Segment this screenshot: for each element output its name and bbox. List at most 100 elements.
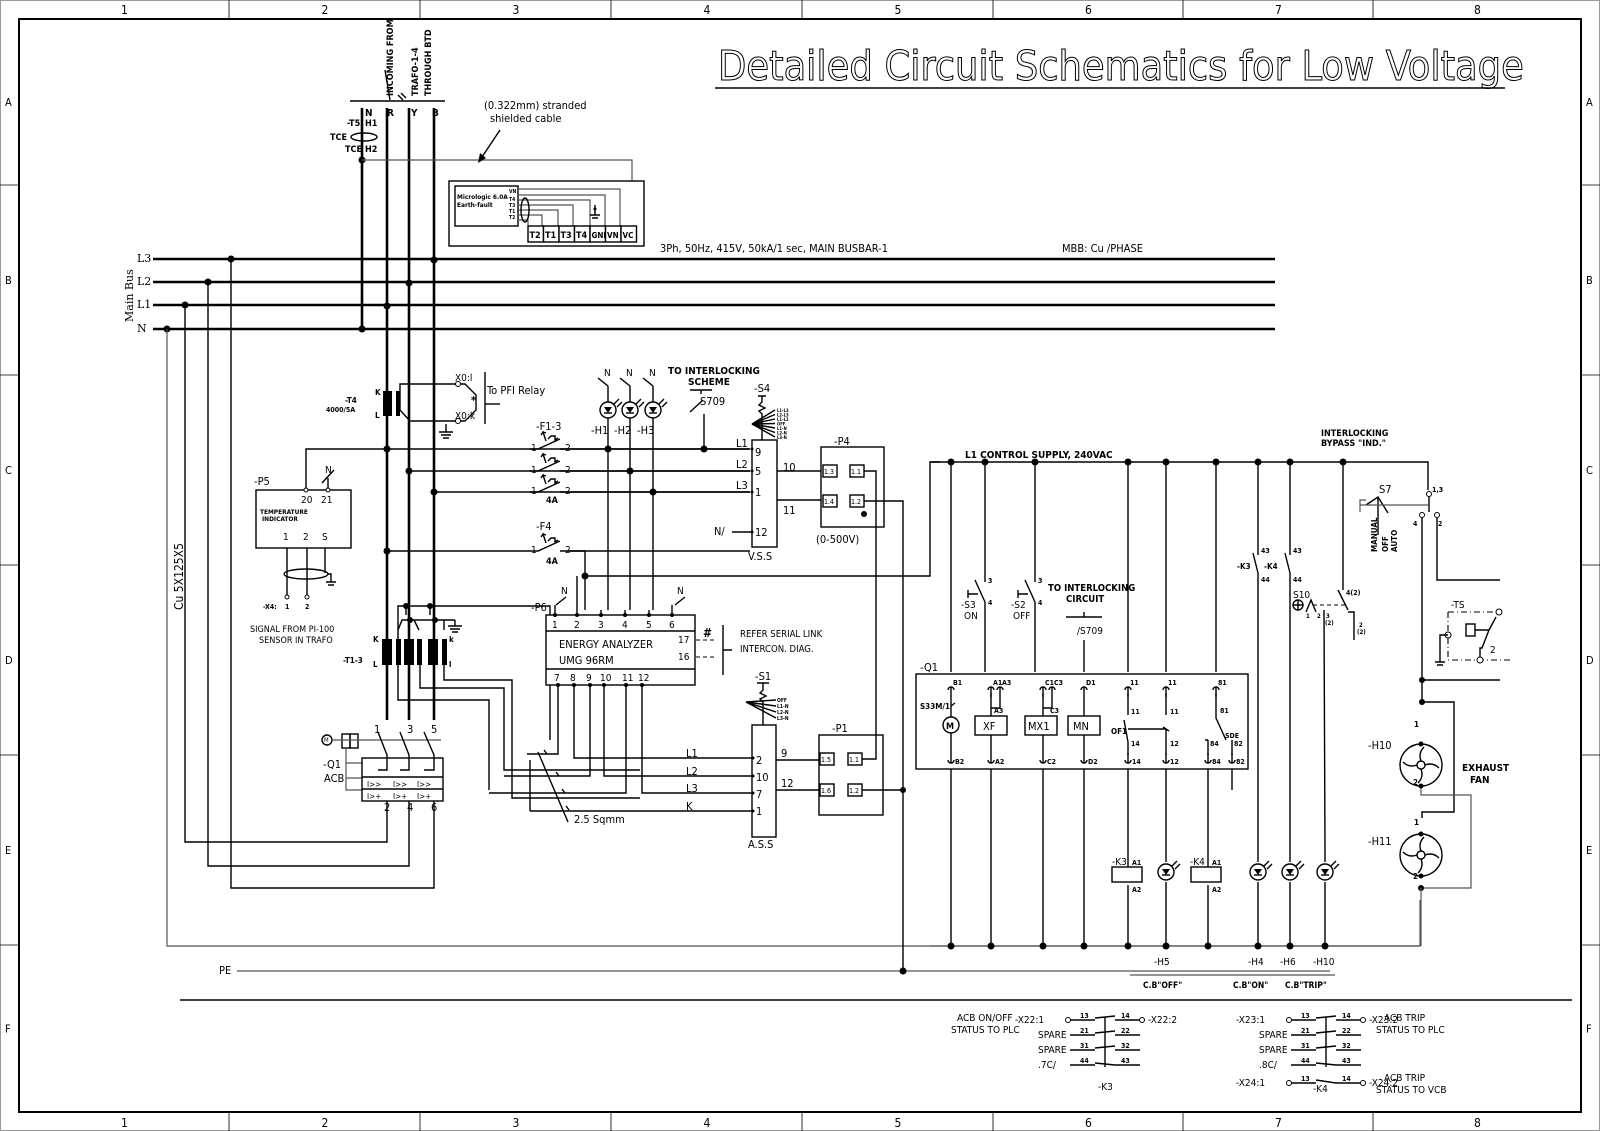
selector-position-label: L1-L3 xyxy=(777,408,789,413)
column-marker: 3 xyxy=(513,1116,520,1130)
svg-text:shielded cable: shielded cable xyxy=(490,112,561,125)
contact-pin: 22 xyxy=(1342,1027,1351,1035)
svg-text:2: 2 xyxy=(756,754,762,767)
selector-position-label: L1-N xyxy=(777,426,787,431)
selector-position-label: L1-N xyxy=(777,704,789,710)
svg-text:82: 82 xyxy=(1234,740,1243,748)
fuse-pin: 1 xyxy=(531,486,537,497)
svg-text:L2: L2 xyxy=(686,765,698,778)
svg-text:A.S.S: A.S.S xyxy=(748,838,773,851)
svg-text:81: 81 xyxy=(1220,707,1229,715)
contact-pin: 13 xyxy=(1080,1012,1089,1020)
p6-top-pin: 6 xyxy=(669,620,675,631)
svg-text:To PFI Relay: To PFI Relay xyxy=(486,384,545,397)
plug-terminal xyxy=(947,686,955,697)
p6-bottom-pin: 12 xyxy=(638,673,649,684)
svg-text:A1: A1 xyxy=(1132,859,1141,867)
selector-position-line xyxy=(745,701,777,713)
svg-text:L3: L3 xyxy=(736,479,748,492)
svg-text:N: N xyxy=(365,108,373,119)
fan-blades xyxy=(1402,836,1440,874)
svg-text:44: 44 xyxy=(1261,576,1270,584)
svg-text:20: 20 xyxy=(301,495,313,506)
row-marker: B xyxy=(1586,274,1593,287)
svg-text:R: R xyxy=(387,108,394,119)
p6-top-pin: 5 xyxy=(646,620,652,631)
svg-text:4A: 4A xyxy=(546,557,559,567)
svg-text:4: 4 xyxy=(407,801,413,814)
terminal-label: 12 xyxy=(1170,758,1179,766)
svg-text:S10: S10 xyxy=(1293,590,1310,601)
svg-text:OFF: OFF xyxy=(1013,611,1030,622)
selector-position-line xyxy=(745,699,777,703)
row-marker: E xyxy=(1586,844,1592,857)
light-rays xyxy=(1263,860,1273,870)
terminal-label: A1 xyxy=(993,679,1002,687)
svg-text:-P6: -P6 xyxy=(531,601,547,614)
terminal-label: 11 xyxy=(1130,679,1139,687)
svg-text:-H11: -H11 xyxy=(1368,835,1392,848)
svg-text:CIRCUIT: CIRCUIT xyxy=(1066,594,1104,605)
svg-text:9: 9 xyxy=(755,446,761,459)
row-marker: B xyxy=(5,274,12,287)
svg-text:MBB: Cu /PHASE: MBB: Cu /PHASE xyxy=(1062,242,1143,255)
terminal-id: -X22:2 xyxy=(1148,1015,1177,1026)
terminal-label: VN xyxy=(607,231,619,240)
row-marker: D xyxy=(5,654,13,667)
terminal-label: A3 xyxy=(1002,679,1011,687)
svg-text:2: 2 xyxy=(305,603,309,611)
plug-terminal xyxy=(1080,753,1088,764)
fuse-pin: 1 xyxy=(531,443,537,454)
row-marker: A xyxy=(1586,96,1593,109)
thermostat-ts: -TS 2 xyxy=(1435,600,1510,666)
svg-text:*: * xyxy=(471,394,476,407)
svg-text:BYPASS "IND.": BYPASS "IND." xyxy=(1321,439,1386,449)
svg-text:-P1: -P1 xyxy=(832,722,848,735)
svg-text:C.B"OFF": C.B"OFF" xyxy=(1143,981,1182,991)
selector-position-line xyxy=(751,418,776,425)
column-marker: 6 xyxy=(1085,1116,1092,1130)
svg-text:A2: A2 xyxy=(1212,886,1221,894)
svg-text:1: 1 xyxy=(283,532,289,543)
contact-pin: 43 xyxy=(1342,1057,1351,1065)
svg-text:-K4: -K4 xyxy=(1190,857,1205,868)
terminal-label: T3 xyxy=(561,231,572,241)
svg-text:2: 2 xyxy=(303,532,309,543)
terminal-id: -X24:1 xyxy=(1236,1078,1265,1089)
svg-text:S33M/1: S33M/1 xyxy=(920,702,950,711)
svg-text:2: 2 xyxy=(1413,778,1418,787)
svg-text:12: 12 xyxy=(1170,740,1179,748)
svg-text:12: 12 xyxy=(781,777,794,790)
svg-text:K: K xyxy=(375,388,381,397)
lamp-diode xyxy=(649,407,657,413)
plug-terminal xyxy=(996,686,1004,697)
column-marker: 8 xyxy=(1474,3,1481,17)
svg-text:-T5: -T5 xyxy=(347,119,361,129)
svg-text:-H2: -H2 xyxy=(614,424,631,437)
svg-text:I>+: I>+ xyxy=(367,792,381,801)
column-marker: 2 xyxy=(322,1116,329,1130)
svg-text:L1: L1 xyxy=(137,298,151,311)
incoming-label: INCOMING FROM TRAFO-1-4 THROUGH BTD N R … xyxy=(350,19,445,119)
terminal-label: 84 xyxy=(1212,758,1221,766)
svg-text:-H1: -H1 xyxy=(591,424,608,437)
terminal-label: C2 xyxy=(1047,758,1056,766)
light-rays xyxy=(1295,860,1305,870)
column-marker: 5 xyxy=(895,3,902,17)
svg-text:-K4: -K4 xyxy=(1264,562,1278,571)
svg-text:INTERCON. DIAG.: INTERCON. DIAG. xyxy=(740,644,814,655)
svg-text:SIGNAL FROM PI-100: SIGNAL FROM PI-100 xyxy=(250,625,334,635)
plug-terminal xyxy=(1048,686,1056,697)
p6-top-pin: 2 xyxy=(574,620,580,631)
contact-pin: 21 xyxy=(1301,1027,1310,1035)
svg-text:TO INTERLOCKING: TO INTERLOCKING xyxy=(668,366,760,377)
fuse-pin: 2 xyxy=(565,486,571,497)
column-marker: 1 xyxy=(121,3,128,17)
svg-text:3: 3 xyxy=(407,723,413,736)
svg-text:43: 43 xyxy=(1261,547,1270,555)
